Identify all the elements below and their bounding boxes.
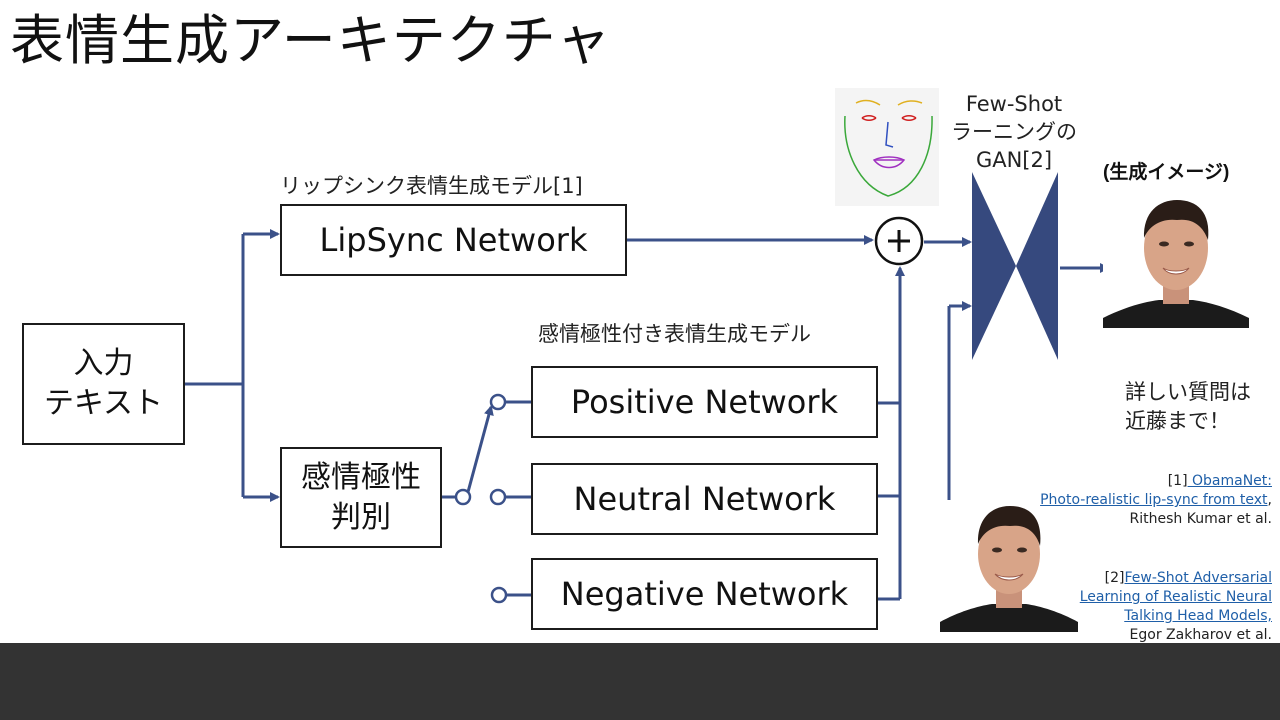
- ref2-authors: Egor Zakharov et al.: [1129, 627, 1272, 643]
- ref1-link-line1[interactable]: ObamaNet:: [1187, 473, 1272, 489]
- switch-lever: [466, 405, 494, 493]
- classifier-label-line2: 判別: [331, 499, 391, 535]
- slide: 表情生成アーキテクチャ: [10, 9, 1272, 645]
- gan-bowtie-shape: [972, 172, 1058, 360]
- lipsync-caption: リップシンク表情生成モデル[1]: [280, 174, 583, 198]
- generated-face-image: [1103, 190, 1249, 328]
- neutral-network-box: Neutral Network: [531, 463, 878, 535]
- input-label-line1: 入力: [73, 346, 134, 381]
- ref1-link-line2[interactable]: Photo-realistic lip-sync from text: [1040, 492, 1268, 508]
- bottom-bar: [0, 643, 1280, 720]
- positive-network-box: Positive Network: [531, 366, 878, 438]
- emotion-model-caption: 感情極性付き表情生成モデル: [538, 322, 811, 346]
- question-note: 詳しい質問は 近藤まで！: [1125, 378, 1251, 436]
- generated-image-label: (生成イメージ): [1103, 162, 1230, 183]
- gan-label: Few-Shot ラーニングの GAN[2]: [936, 90, 1092, 174]
- switch-icon: [454, 393, 508, 604]
- input-label-line2: テキスト: [43, 386, 164, 421]
- ref2-link-line1[interactable]: Few-Shot Adversarial: [1124, 570, 1272, 586]
- ref2-link-line2[interactable]: Learning of Realistic Neural: [1079, 589, 1272, 605]
- classifier-label-line1: 感情極性: [301, 459, 421, 495]
- reference-1: [1] ObamaNet: Photo-realistic lip-sync f…: [1040, 472, 1272, 529]
- lipsync-network-label: LipSync Network: [319, 221, 588, 259]
- gan-label-line1: Few-Shot: [965, 92, 1063, 116]
- lipsync-network-box: LipSync Network: [280, 204, 627, 276]
- ref2-link-line3[interactable]: Talking Head Models,: [1124, 608, 1272, 624]
- reference-face-image: [940, 500, 1078, 632]
- negative-network-label: Negative Network: [560, 575, 849, 613]
- face-landmark-sketch-icon: [835, 88, 939, 206]
- gan-label-line3: GAN[2]: [975, 148, 1053, 172]
- question-line1: 詳しい質問は: [1125, 380, 1251, 404]
- ref1-authors: Rithesh Kumar et al.: [1129, 511, 1272, 527]
- plus-circle-icon: [874, 216, 924, 266]
- connector-lines: [185, 88, 1110, 604]
- gan-label-line2: ラーニングの: [951, 120, 1077, 144]
- neutral-network-label: Neutral Network: [573, 480, 836, 518]
- positive-network-label: Positive Network: [570, 383, 839, 421]
- ref1-tail: ,: [1267, 492, 1272, 508]
- ref2-marker: [2]: [1104, 570, 1125, 586]
- slide-title: 表情生成アーキテクチャ: [10, 9, 612, 72]
- emotion-classifier-box: 感情極性 判別: [280, 447, 442, 548]
- question-line2: 近藤まで！: [1125, 409, 1230, 433]
- negative-network-box: Negative Network: [531, 558, 878, 630]
- ref1-marker: [1]: [1167, 473, 1188, 489]
- reference-2: [2]Few-Shot Adversarial Learning of Real…: [1080, 569, 1272, 645]
- input-text-box: 入力 テキスト: [22, 323, 185, 445]
